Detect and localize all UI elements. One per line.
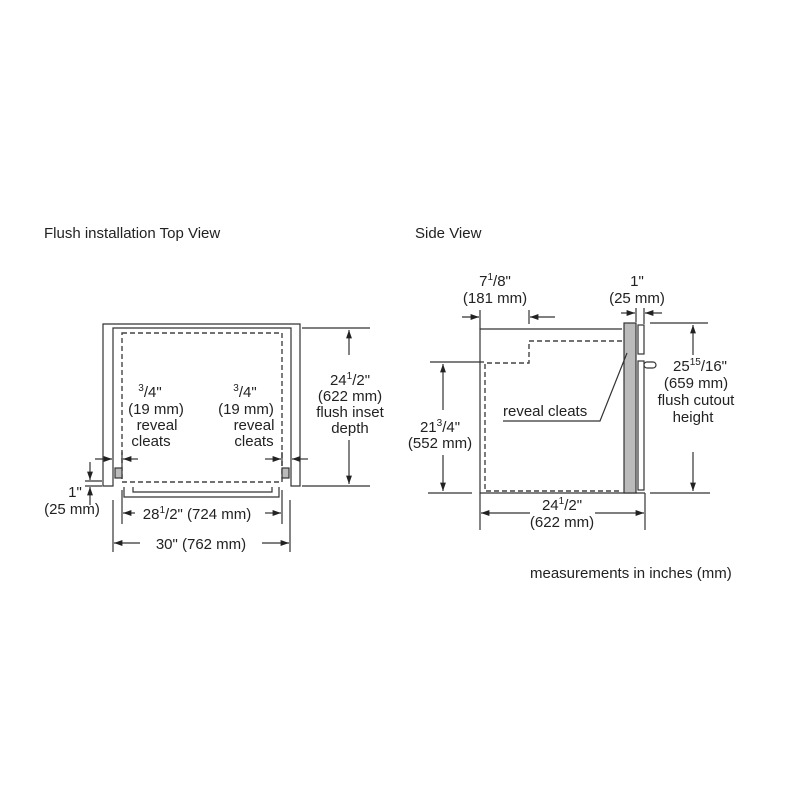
cleat-left-fraction: 3/4" (138, 383, 161, 401)
top-depth-label: 241/2" (330, 371, 370, 389)
cutout-height-label2: height (673, 409, 715, 426)
inner-width-label: 281/2" (724 mm) (143, 505, 251, 523)
measurement-note: measurements in inches (mm) (530, 565, 732, 582)
top-depth-mm: (622 mm) (318, 388, 382, 405)
oven-side-dashed (484, 340, 622, 492)
door-inch: 1" (630, 273, 644, 290)
door-handle-side (643, 361, 657, 369)
side-depth-fraction: 241/2" (542, 496, 582, 514)
front-frame (623, 322, 637, 494)
offset-mm: (25 mm) (44, 501, 100, 518)
top-depth-label2: depth (331, 420, 369, 437)
cleat-left-label1: reveal (137, 417, 178, 434)
setback-fraction: 71/8" (479, 272, 511, 290)
side-view: reveal cleats 71/8" (181 mm) 1" (25 mm) … (408, 272, 735, 531)
cutout-height-label1: flush cutout (658, 392, 736, 409)
reveal-cleat-left (114, 467, 123, 479)
offset-inch: 1" (68, 484, 82, 501)
door-lower (637, 360, 645, 491)
lower-height-mm: (552 mm) (408, 435, 472, 452)
cleat-right-label1: reveal (234, 417, 275, 434)
oven-outline-dashed (121, 332, 283, 483)
side-view-title: Side View (415, 225, 482, 242)
cabinet-outline (102, 323, 301, 487)
cutout-height-mm: (659 mm) (664, 375, 728, 392)
top-view: 241/2" (622 mm) flush inset depth 3/4" (… (44, 323, 385, 553)
cleat-right-fraction: 3/4" (233, 383, 256, 401)
lower-height-fraction: 213/4" (420, 418, 460, 436)
cleat-right-mm: (19 mm) (218, 401, 274, 418)
side-depth-mm: (622 mm) (530, 514, 594, 531)
reveal-cleats-label: reveal cleats (503, 403, 587, 420)
cleat-left-mm: (19 mm) (128, 401, 184, 418)
cutout-height-fraction: 2515/16" (673, 357, 727, 375)
cleat-right-label2: cleats (234, 433, 273, 450)
top-depth-label1: flush inset (316, 404, 384, 421)
top-view-title: Flush installation Top View (44, 225, 220, 242)
door-upper (637, 324, 645, 355)
cabinet-side-outline (479, 328, 645, 494)
reveal-cleat-right (281, 467, 290, 479)
cleat-left-label2: cleats (131, 433, 170, 450)
door-mm: (25 mm) (609, 290, 665, 307)
outer-width-label: 30" (762 mm) (156, 536, 246, 553)
door-handle (123, 487, 280, 498)
setback-mm: (181 mm) (463, 290, 527, 307)
